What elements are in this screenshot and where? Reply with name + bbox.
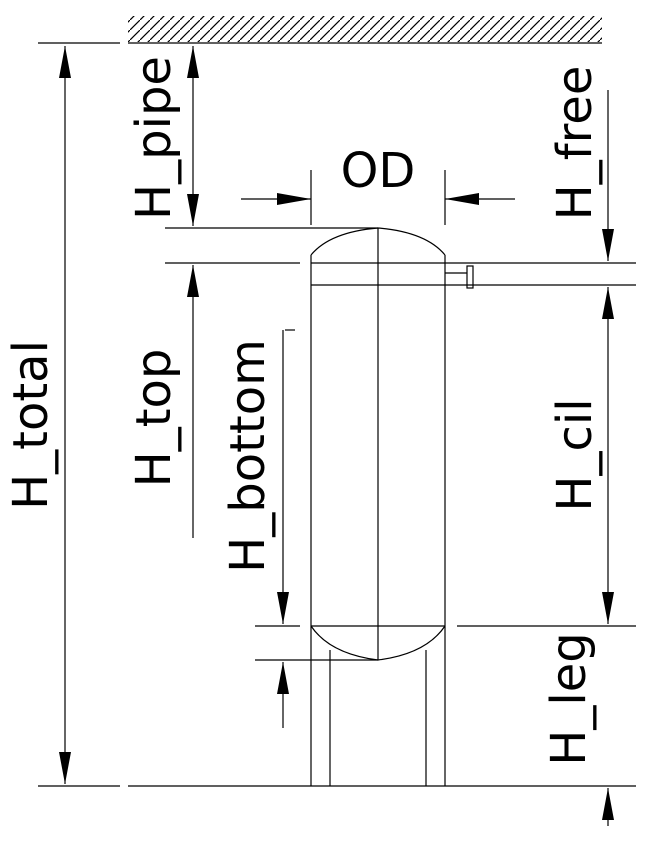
vessel-body [310, 227, 446, 786]
h-cil-dimension [602, 287, 614, 624]
h-top-dimension [187, 265, 199, 538]
h-leg-label: H_leg [541, 632, 597, 765]
h-leg-dimension [602, 788, 614, 826]
h-cil-label: H_cil [547, 398, 603, 511]
h-total-label: H_total [3, 340, 59, 510]
vessel-legs [329, 650, 427, 786]
h-bottom-dimension [277, 330, 289, 728]
h-free-dimension [602, 90, 614, 261]
h-free-label: H_free [547, 66, 603, 221]
pipe-nozzle [445, 265, 474, 289]
od-dimension [241, 193, 515, 205]
h-pipe-dimension [187, 46, 199, 226]
ceiling [128, 16, 602, 44]
h-top-label: H_top [126, 349, 182, 488]
od-label: OD [341, 143, 416, 199]
h-total-dimension [59, 46, 71, 784]
h-bottom-label: H_bottom [220, 339, 276, 573]
h-pipe-label: H_pipe [126, 56, 182, 220]
extension-lines [38, 42, 636, 661]
